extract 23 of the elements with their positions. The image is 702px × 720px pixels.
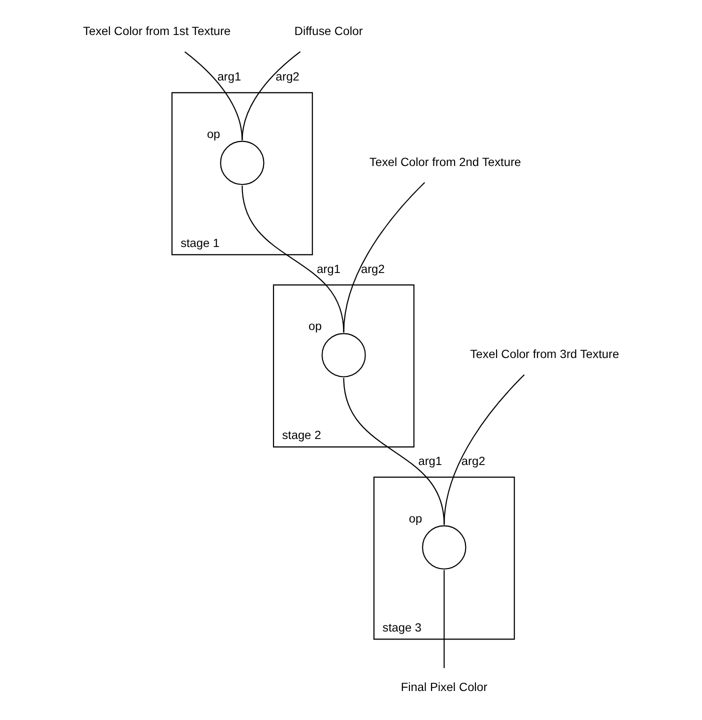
connector bbox=[242, 51, 301, 140]
edge-label: arg1 bbox=[316, 262, 340, 276]
node-text: Texel Color from 3rd Texture bbox=[470, 347, 620, 362]
connector bbox=[343, 182, 426, 332]
edge-label: arg2 bbox=[276, 70, 300, 84]
node-text: Texel Color from 2nd Texture bbox=[369, 154, 522, 169]
node-circle bbox=[322, 333, 366, 378]
edge-label: arg2 bbox=[461, 454, 486, 468]
node-circle bbox=[220, 140, 264, 186]
edge-label: arg2 bbox=[360, 262, 385, 276]
node-label: op bbox=[206, 126, 220, 141]
node-circle bbox=[422, 525, 466, 570]
connector bbox=[444, 374, 525, 525]
edge-label: arg1 bbox=[217, 70, 242, 84]
node-label: op bbox=[408, 511, 422, 526]
node-label: op bbox=[308, 319, 322, 334]
node-text: Texel Color from 1st Texture bbox=[83, 24, 231, 38]
connector bbox=[184, 51, 243, 140]
edge-label: arg1 bbox=[418, 454, 442, 468]
node-text: Final Pixel Color bbox=[400, 680, 488, 694]
connector bbox=[242, 186, 344, 333]
node-text: Diffuse Color bbox=[294, 24, 363, 38]
connector bbox=[444, 570, 445, 668]
